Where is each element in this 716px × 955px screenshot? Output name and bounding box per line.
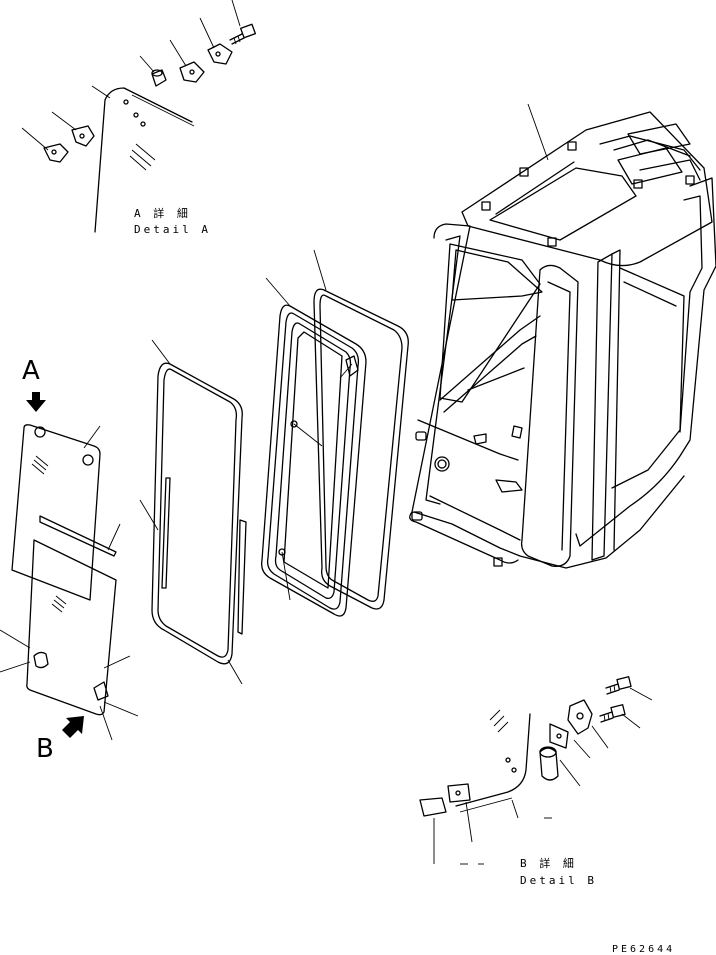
detail-b-bolt-2 xyxy=(599,704,626,723)
detail-b-plate-1 xyxy=(419,797,447,817)
window-guide-rail xyxy=(39,515,117,557)
detail-b-bolt-1 xyxy=(605,676,632,695)
view-b-letter: B xyxy=(36,734,54,764)
detail-b-plate-3 xyxy=(549,723,569,749)
drawing-number: PE62644 xyxy=(612,944,676,955)
detail-a-glass-corner xyxy=(94,87,193,233)
view-a-arrow xyxy=(26,392,46,412)
detail-a-bracket-1 xyxy=(179,61,205,83)
detail-a-title-jp: A 詳 細 xyxy=(134,207,191,220)
detail-a-hinge-plate-2 xyxy=(71,125,95,147)
left-panel-leaders xyxy=(0,425,139,741)
detail-a-group xyxy=(21,0,256,233)
window-seal xyxy=(139,339,247,685)
cab-frame xyxy=(409,103,716,569)
lower-panel-knob xyxy=(33,651,49,669)
detail-b-latch xyxy=(567,699,593,735)
detail-a-title-en: Detail A xyxy=(134,223,211,236)
detail-b-title-en: Detail B xyxy=(520,874,597,887)
outer-frame xyxy=(313,249,409,610)
detail-b-group xyxy=(419,676,653,865)
detail-b-title-jp: B 詳 細 xyxy=(520,857,577,870)
detail-b-spacer xyxy=(539,747,559,781)
view-b-arrow xyxy=(62,716,84,738)
lower-window-panel xyxy=(26,539,117,716)
sash-frame xyxy=(261,277,367,617)
detail-a-hinge-plate-1 xyxy=(43,143,69,163)
detail-b-glass-corner xyxy=(455,713,531,807)
lower-panel-latch xyxy=(93,681,109,701)
sash-latch xyxy=(345,355,359,377)
detail-a-leader-lines xyxy=(21,0,241,151)
detail-b-leader-lines xyxy=(433,687,653,865)
upper-window-panel xyxy=(11,424,101,601)
view-a-letter: A xyxy=(22,356,40,386)
detail-a-bracket-2 xyxy=(207,43,233,65)
detail-a-bolt xyxy=(229,23,256,45)
detail-a-spacer xyxy=(151,69,167,87)
detail-b-plate-2 xyxy=(447,783,471,803)
